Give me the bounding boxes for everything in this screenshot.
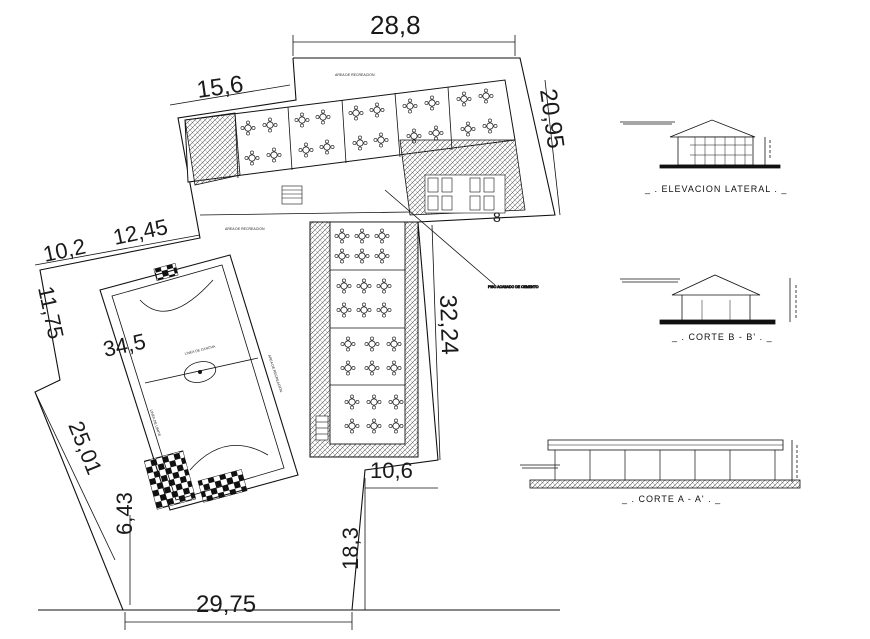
sports-court: LINEA DE CANCHA AREA DE RECREACION LINEA…: [99, 254, 299, 511]
dim-upper-left: 15,6: [195, 71, 245, 104]
dim-small-vertical: 6,43: [112, 492, 137, 535]
classroom-block-top: AREA DE RECREACION AREA DE RECREACION: [184, 73, 526, 231]
dim-wing-bottom: 10,6: [370, 458, 413, 483]
dim-right-height: 20,95: [534, 87, 569, 150]
label-court-1: LINEA DE CANCHA: [184, 344, 216, 356]
dim-left-b: 12,45: [111, 214, 170, 250]
dim-wing-length: 32,24: [434, 294, 463, 355]
section-bb-drawing: [620, 274, 797, 325]
dim-left-side: 11,75: [33, 284, 69, 341]
dimension-lines: [34, 35, 561, 630]
caption-elevacion-lateral: _ . ELEVACION LATERAL . _: [644, 184, 787, 194]
label-area-top: AREA DE RECREACION: [335, 73, 375, 77]
section-aa-drawing: [520, 439, 801, 489]
corridor: PISO ACABADO DE CEMENTO: [199, 189, 539, 289]
label-wing-note: PISO ACABADO DE CEMENTO: [488, 285, 539, 289]
caption-corte-aa: _ . CORTE A - A' . _: [621, 494, 721, 504]
dim-diagonal-left: 25,01: [63, 418, 107, 478]
label-area-corridor: AREA DE RECREACION: [225, 227, 265, 231]
dim-bottom-width: 29,75: [196, 591, 256, 618]
dim-corridor-small: 8: [493, 209, 501, 225]
elevation-lateral-drawing: [620, 119, 781, 169]
classroom-wing: [309, 221, 419, 458]
caption-corte-bb: _ . CORTE B - B' . _: [671, 332, 773, 342]
dim-top-width: 28,8: [370, 10, 421, 40]
dim-bottom-height: 18,3: [338, 527, 363, 570]
